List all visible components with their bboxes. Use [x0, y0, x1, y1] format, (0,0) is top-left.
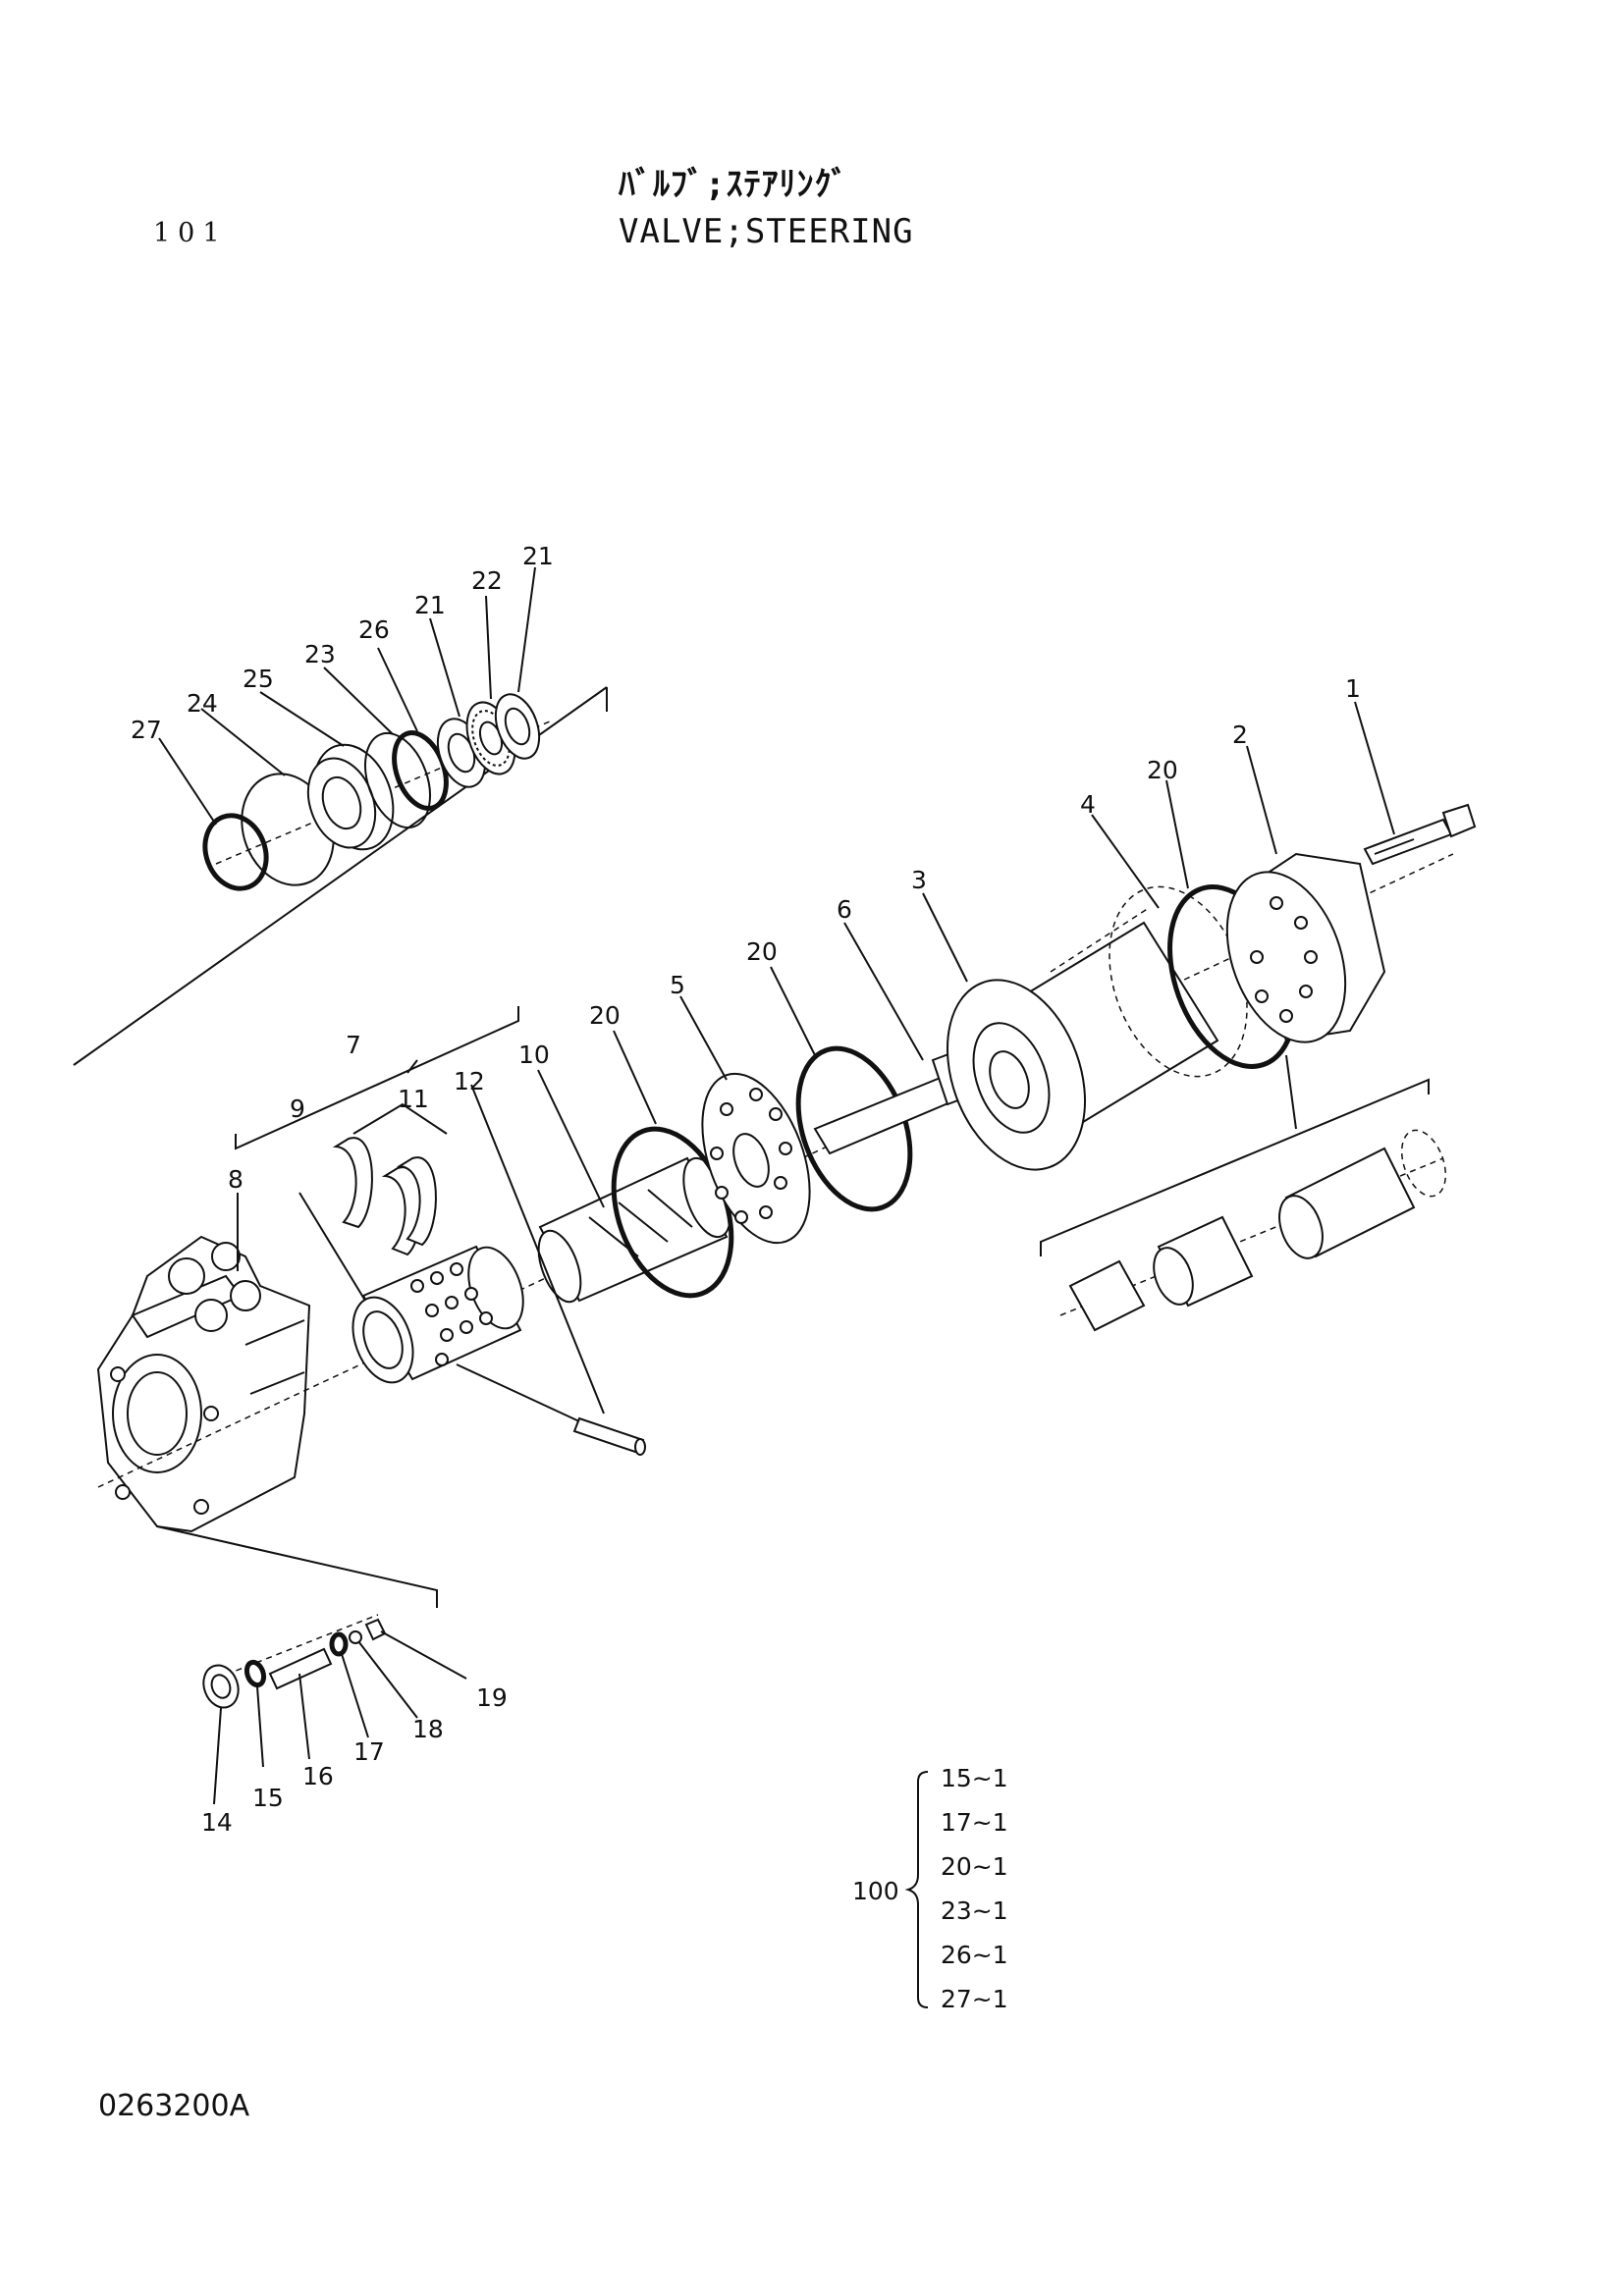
end-cover-2: [1225, 852, 1386, 1043]
ball-18: [349, 1630, 362, 1644]
bolt-1: [1363, 803, 1477, 866]
callout-10: 10: [518, 1041, 550, 1069]
callout-2: 2: [1232, 721, 1248, 749]
kit-item: 26~1: [941, 1941, 1008, 1969]
callout-9: 9: [290, 1095, 305, 1123]
callout-4: 4: [1080, 790, 1096, 819]
callout-16: 16: [302, 1762, 334, 1790]
kit-item: 15~1: [941, 1764, 1008, 1792]
callout-19: 19: [476, 1683, 508, 1712]
callout-1: 1: [1345, 674, 1361, 703]
callout-23: 23: [304, 640, 336, 668]
callout-22: 22: [471, 566, 503, 595]
callout-15: 15: [252, 1784, 284, 1812]
gear-set-3: [946, 885, 1248, 1171]
callout-5: 5: [670, 971, 685, 999]
plug-14: [202, 1664, 240, 1709]
callout-18: 18: [412, 1715, 444, 1743]
kit-item: 27~1: [941, 1985, 1008, 2013]
callout-8: 8: [228, 1165, 243, 1194]
seal-kit-group: [73, 686, 608, 1066]
leader-lines: [158, 566, 1395, 1805]
washer-21b: [494, 693, 541, 760]
spacer-plate-5: [701, 1072, 811, 1245]
callout-25: 25: [243, 665, 274, 693]
inner-spool-10: [537, 1156, 731, 1304]
kit-item: 20~1: [941, 1852, 1008, 1881]
centering-springs-11: [332, 1137, 437, 1256]
callout-7: 7: [346, 1031, 361, 1059]
relief-valve-group: [156, 1525, 438, 1709]
callout-14: 14: [201, 1808, 233, 1837]
o-ring-17: [329, 1631, 349, 1657]
valve-housing-8: [96, 1235, 311, 1533]
title-english: VALVE;STEERING: [619, 212, 914, 251]
kit-brace: [904, 1771, 929, 2008]
seat-19: [364, 1618, 387, 1641]
o-ring-15: [243, 1659, 267, 1688]
kit-item: 23~1: [941, 1896, 1008, 1925]
callout-6: 6: [837, 895, 852, 924]
callout-26: 26: [358, 615, 390, 644]
callout-21-mid: 21: [414, 591, 446, 619]
callout-labels: 21 22 21 26 23 25 24 27 1 2 20 4 3 6 20 …: [131, 542, 1361, 1837]
kit-number: 100: [852, 1877, 899, 1905]
callout-12: 12: [454, 1067, 485, 1095]
repair-kit-list: 100 15~1 17~1 20~1 23~1 26~1 27~1: [852, 1764, 1008, 2013]
callout-21-top: 21: [522, 542, 554, 570]
page-number: 101: [153, 218, 228, 248]
callout-24: 24: [187, 689, 218, 718]
bushing-25: [306, 743, 395, 851]
kit-item: 17~1: [941, 1808, 1008, 1837]
cross-pin-12: [572, 1416, 646, 1456]
gear-detail-group: [1040, 1054, 1447, 1332]
callout-20-mid: 20: [746, 937, 778, 966]
title-japanese: ﾊﾞﾙﾌﾞ;ｽﾃｱﾘﾝｸﾞ: [619, 165, 849, 204]
o-ring-27: [202, 813, 269, 891]
seal-23: [364, 731, 431, 829]
callout-17: 17: [353, 1737, 385, 1766]
callout-20-right: 20: [1147, 756, 1178, 784]
spool-sleeve-9: [352, 1245, 524, 1384]
callout-3: 3: [911, 866, 927, 894]
callout-11: 11: [398, 1085, 429, 1113]
drawing-code: 0263200A: [98, 2089, 250, 2123]
callout-20-left: 20: [589, 1001, 621, 1030]
spring-16: [268, 1647, 333, 1690]
callout-27: 27: [131, 716, 162, 744]
